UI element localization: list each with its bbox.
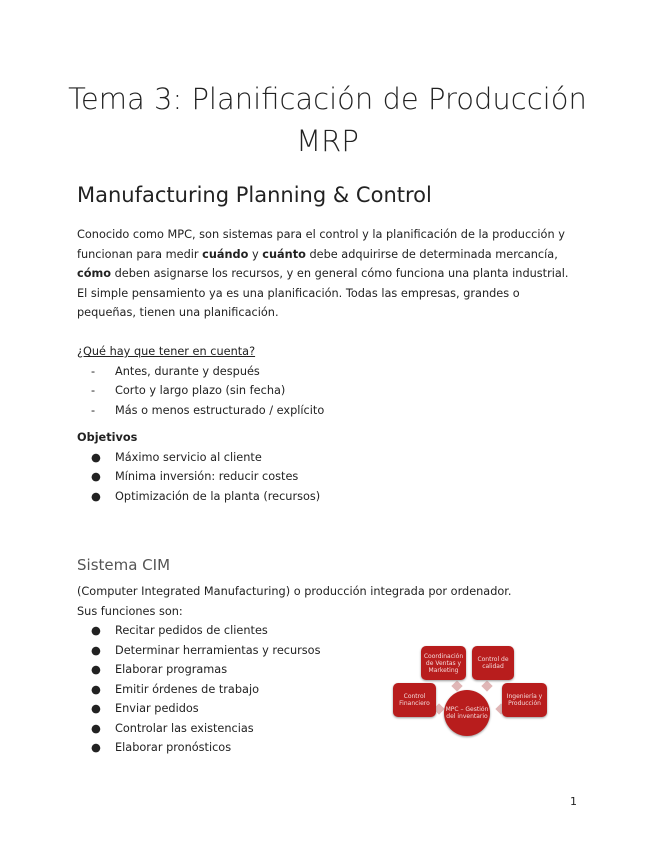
list-item: -Más o menos estructurado / explícito: [91, 403, 325, 417]
section-heading-cim: Sistema CIM: [77, 556, 171, 574]
arrow-shape: [481, 680, 493, 692]
node-center-mpc: MPC – Gestión del inventario: [444, 690, 490, 736]
mpc-diagram: Coordinación de Ventas y Marketing Contr…: [385, 640, 555, 740]
node-sales-marketing: Coordinación de Ventas y Marketing: [421, 646, 466, 680]
node-engineering-production: Ingeniería y Producción: [502, 683, 547, 717]
list-item: ●Elaborar pronósticos: [91, 741, 232, 754]
cim-section: (Computer Integrated Manufacturing) o pr…: [77, 582, 512, 758]
objectives-list: ●Máximo servicio al cliente ●Mínima inve…: [77, 448, 320, 507]
functions-list: ●Recitar pedidos de clientes ●Determinar…: [77, 621, 512, 758]
mpc-paragraph: Conocido como MPC, son sistemas para el …: [77, 225, 577, 323]
list-item: ●Optimización de la planta (recursos): [91, 489, 321, 503]
objectives: Objetivos ●Máximo servicio al cliente ●M…: [77, 428, 320, 506]
list-item: ●Controlar las existencias: [91, 721, 254, 735]
objectives-heading: Objetivos: [77, 431, 138, 444]
functions-intro: Sus funciones son:: [77, 604, 183, 618]
second-paragraph: El simple pensamiento ya es una planific…: [77, 286, 520, 320]
list-item: ●Determinar herramientas y recursos: [91, 643, 321, 657]
title-line-1: Tema 3: Planificación de Producción: [68, 82, 587, 116]
intro-paragraph: Conocido como MPC, son sistemas para el …: [77, 228, 569, 280]
list-item: ●Enviar pedidos: [91, 702, 199, 715]
list-item: ●Emitir órdenes de trabajo: [91, 682, 260, 696]
page-number: 1: [570, 795, 577, 808]
section-heading-mpc: Manufacturing Planning & Control: [77, 183, 432, 207]
list-item: ●Recitar pedidos de clientes: [91, 624, 268, 637]
title-line-2: MRP: [296, 124, 359, 158]
list-item: -Corto y largo plazo (sin fecha): [91, 384, 286, 397]
dash-list: -Antes, durante y después -Corto y largo…: [77, 362, 324, 421]
cim-definition: (Computer Integrated Manufacturing) o pr…: [77, 585, 512, 598]
node-financial-control: Control Financiero: [393, 683, 436, 717]
list-item: -Antes, durante y después: [91, 364, 260, 378]
document-title: Tema 3: Planificación de Producción MRP: [0, 78, 655, 162]
list-item: ●Mínima inversión: reducir costes: [91, 470, 299, 483]
list-item: ●Elaborar programas: [91, 663, 228, 676]
question-heading: ¿Qué hay que tener en cuenta?: [77, 345, 256, 358]
node-quality-control: Control de calidad: [472, 646, 514, 680]
considerations: ¿Qué hay que tener en cuenta? -Antes, du…: [77, 342, 324, 420]
list-item: ●Máximo servicio al cliente: [91, 450, 262, 464]
